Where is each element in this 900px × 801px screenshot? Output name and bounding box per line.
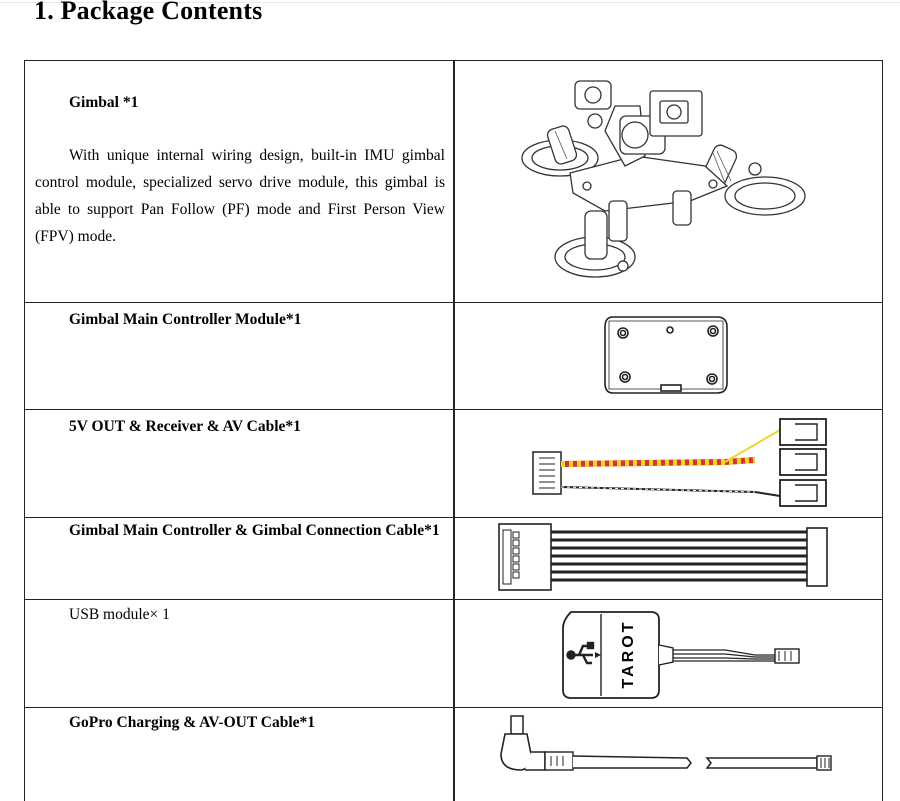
gimbal-icon [521, 80, 806, 278]
usb-module-icon [562, 611, 800, 699]
item-text-cell: USB module× 1 [25, 600, 453, 707]
gopro-cable-illustration [455, 708, 882, 801]
item-title: Gimbal *1 [69, 94, 139, 111]
usb-module-illustration: TAROT [455, 600, 882, 707]
column-divider [453, 708, 455, 801]
ribbon-cable-icon [498, 523, 828, 591]
brand-label: TAROT [620, 619, 637, 689]
page-title: 1. Package Contents [34, 0, 263, 25]
header-rule [0, 2, 900, 3]
item-title: GoPro Charging & AV-OUT Cable*1 [69, 714, 316, 731]
table-row-usb-module: USB module× 1 [25, 600, 882, 708]
item-title: Gimbal Main Controller & Gimbal Connecti… [69, 522, 440, 539]
cable-icon [532, 418, 827, 507]
column-divider [453, 410, 455, 517]
item-title: USB module× 1 [69, 606, 170, 623]
package-contents-table: Gimbal *1 With unique internal wiring de… [24, 60, 883, 801]
controller-module-illustration [455, 303, 882, 409]
item-text-cell: Gimbal Main Controller & Gimbal Connecti… [25, 518, 453, 599]
column-divider [453, 518, 455, 599]
connection-cable-illustration [455, 518, 882, 599]
item-text-cell: 5V OUT & Receiver & AV Cable*1 [25, 410, 453, 517]
column-divider [453, 600, 455, 707]
item-text-cell: GoPro Charging & AV-OUT Cable*1 [25, 708, 453, 801]
brand-label-box: TAROT [609, 612, 649, 696]
table-row-main-controller: Gimbal Main Controller Module*1 [25, 303, 882, 410]
column-divider [453, 61, 455, 302]
gopro-cable-icon [500, 715, 832, 771]
column-divider [453, 303, 455, 409]
circuit-board-icon [604, 316, 728, 394]
table-row-connection-cable: Gimbal Main Controller & Gimbal Connecti… [25, 518, 882, 600]
5v-cable-illustration [455, 410, 882, 517]
table-row-gimbal: Gimbal *1 With unique internal wiring de… [25, 61, 882, 303]
gimbal-illustration [455, 61, 882, 302]
item-text-cell: Gimbal Main Controller Module*1 [25, 303, 453, 409]
item-title: 5V OUT & Receiver & AV Cable*1 [69, 418, 301, 435]
table-row-gopro-cable: GoPro Charging & AV-OUT Cable*1 [25, 708, 882, 801]
item-text-cell: Gimbal *1 With unique internal wiring de… [25, 61, 453, 302]
table-row-5v-cable: 5V OUT & Receiver & AV Cable*1 [25, 410, 882, 518]
item-title: Gimbal Main Controller Module*1 [69, 311, 302, 328]
item-description: With unique internal wiring design, buil… [35, 147, 445, 245]
